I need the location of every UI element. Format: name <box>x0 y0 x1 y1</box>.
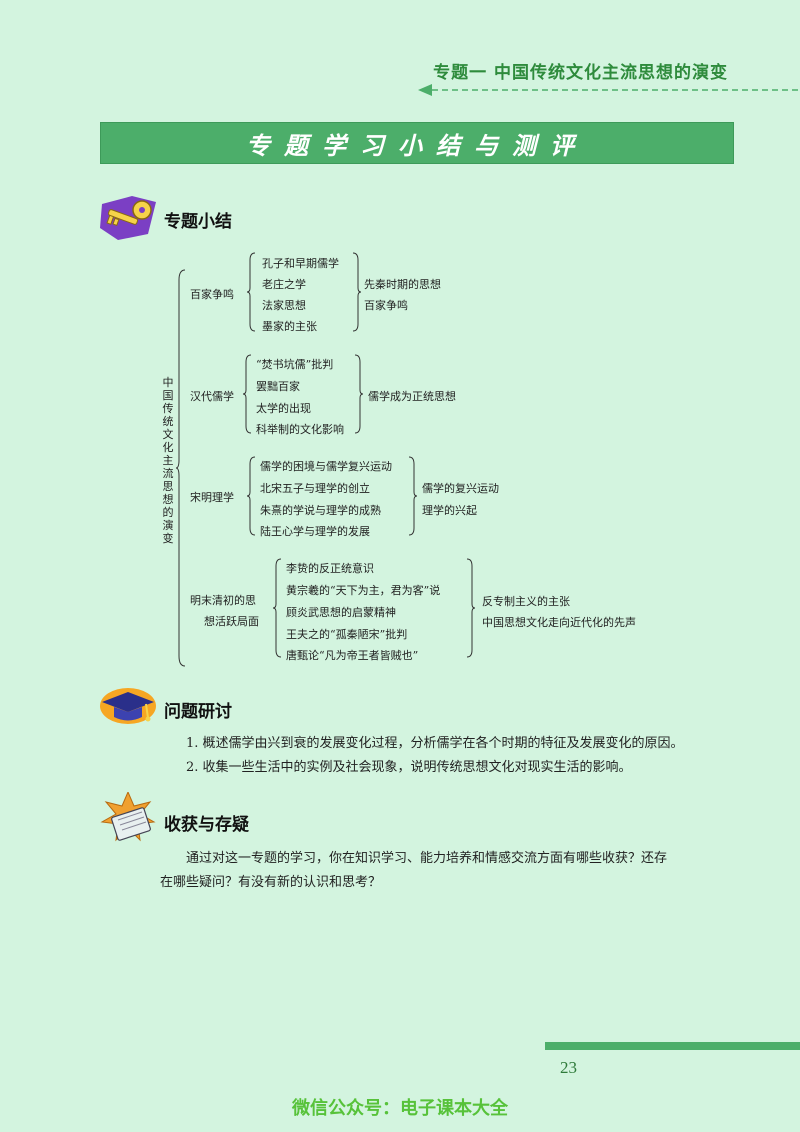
banner-title: 专题学习小结与测评 <box>246 131 588 160</box>
group1-item: 孔子和早期儒学 <box>262 257 339 270</box>
chapter-header-title: 专题一 中国传统文化主流思想的演变 <box>433 63 728 83</box>
group4-item: 唐甄论“凡为帝王者皆贼也” <box>286 649 419 662</box>
discussion-item: 1. 概述儒学由兴到衰的发展变化过程，分析儒学在各个时期的特征及发展变化的原因。 <box>186 736 684 751</box>
group4-item: 王夫之的“孤秦陋宋”批判 <box>286 628 408 641</box>
group1-item: 法家思想 <box>262 299 306 312</box>
page-number: 23 <box>560 1058 577 1077</box>
group-label-mingqing: 明末清初的思 <box>190 594 256 607</box>
group4-left-brace <box>272 558 282 658</box>
group-label-handai: 汉代儒学 <box>190 390 234 403</box>
discussion-section-title: 问题研讨 <box>164 702 232 722</box>
group2-left-brace <box>242 354 252 434</box>
footer-bar <box>545 1042 800 1050</box>
section-banner: 专题学习小结与测评 <box>100 122 734 164</box>
group1-conclusion: 百家争鸣 <box>364 299 408 312</box>
key-icon <box>100 196 156 240</box>
group2-item: 罢黜百家 <box>256 380 300 393</box>
watermark: 微信公众号：电子课本大全 <box>292 1098 508 1119</box>
group3-item: 陆王心学与理学的发展 <box>260 525 370 538</box>
group4-item: 顾炎武思想的启蒙精神 <box>286 606 396 619</box>
reflection-paragraph-line2: 在哪些疑问？有没有新的认识和思考？ <box>160 875 382 890</box>
group3-right-brace <box>408 456 418 536</box>
group1-item: 墨家的主张 <box>262 320 317 333</box>
group2-item: “焚书坑儒”批判 <box>256 358 334 371</box>
group3-conclusion: 儒学的复兴运动 <box>422 482 499 495</box>
group3-conclusion: 理学的兴起 <box>422 504 477 517</box>
group-label-baijia: 百家争鸣 <box>190 288 234 301</box>
group2-item: 太学的出现 <box>256 402 311 415</box>
group-label-songming: 宋明理学 <box>190 491 234 504</box>
reflection-paragraph-line1: 通过对这一专题的学习，你在知识学习、能力培养和情感交流方面有哪些收获？还存 <box>186 851 668 866</box>
group3-item: 儒学的困境与儒学复兴运动 <box>260 460 392 473</box>
group2-item: 科举制的文化影响 <box>256 423 344 436</box>
group2-right-brace <box>354 354 364 434</box>
group1-conclusion: 先秦时期的思想 <box>364 278 441 291</box>
group4-conclusion: 中国思想文化走向近代化的先声 <box>482 616 636 629</box>
graduation-cap-icon <box>100 688 156 724</box>
group3-left-brace <box>246 456 256 536</box>
header-arrow-line <box>418 84 800 96</box>
group2-conclusion: 儒学成为正统思想 <box>368 390 456 403</box>
discussion-item: 2. 收集一些生活中的实例及社会现象，说明传统思想文化对现实生活的影响。 <box>186 760 632 775</box>
mindmap-root-label: 中国传统文化主流思想的演变 <box>162 376 174 545</box>
group-label-mingqing: 想活跃局面 <box>204 615 259 628</box>
group1-right-brace <box>352 252 362 332</box>
group3-item: 朱熹的学说与理学的成熟 <box>260 504 381 517</box>
group1-left-brace <box>246 252 256 332</box>
group1-item: 老庄之学 <box>262 278 306 291</box>
group3-item: 北宋五子与理学的创立 <box>260 482 370 495</box>
root-brace <box>175 269 186 667</box>
notebook-icon <box>100 792 156 842</box>
group4-conclusion: 反专制主义的主张 <box>482 595 570 608</box>
group4-item: 李贽的反正统意识 <box>286 562 374 575</box>
reflection-section-title: 收获与存疑 <box>164 815 249 835</box>
group4-right-brace <box>466 558 476 658</box>
group4-item: 黄宗羲的“天下为主，君为客”说 <box>286 584 441 597</box>
summary-section-title: 专题小结 <box>164 212 232 232</box>
